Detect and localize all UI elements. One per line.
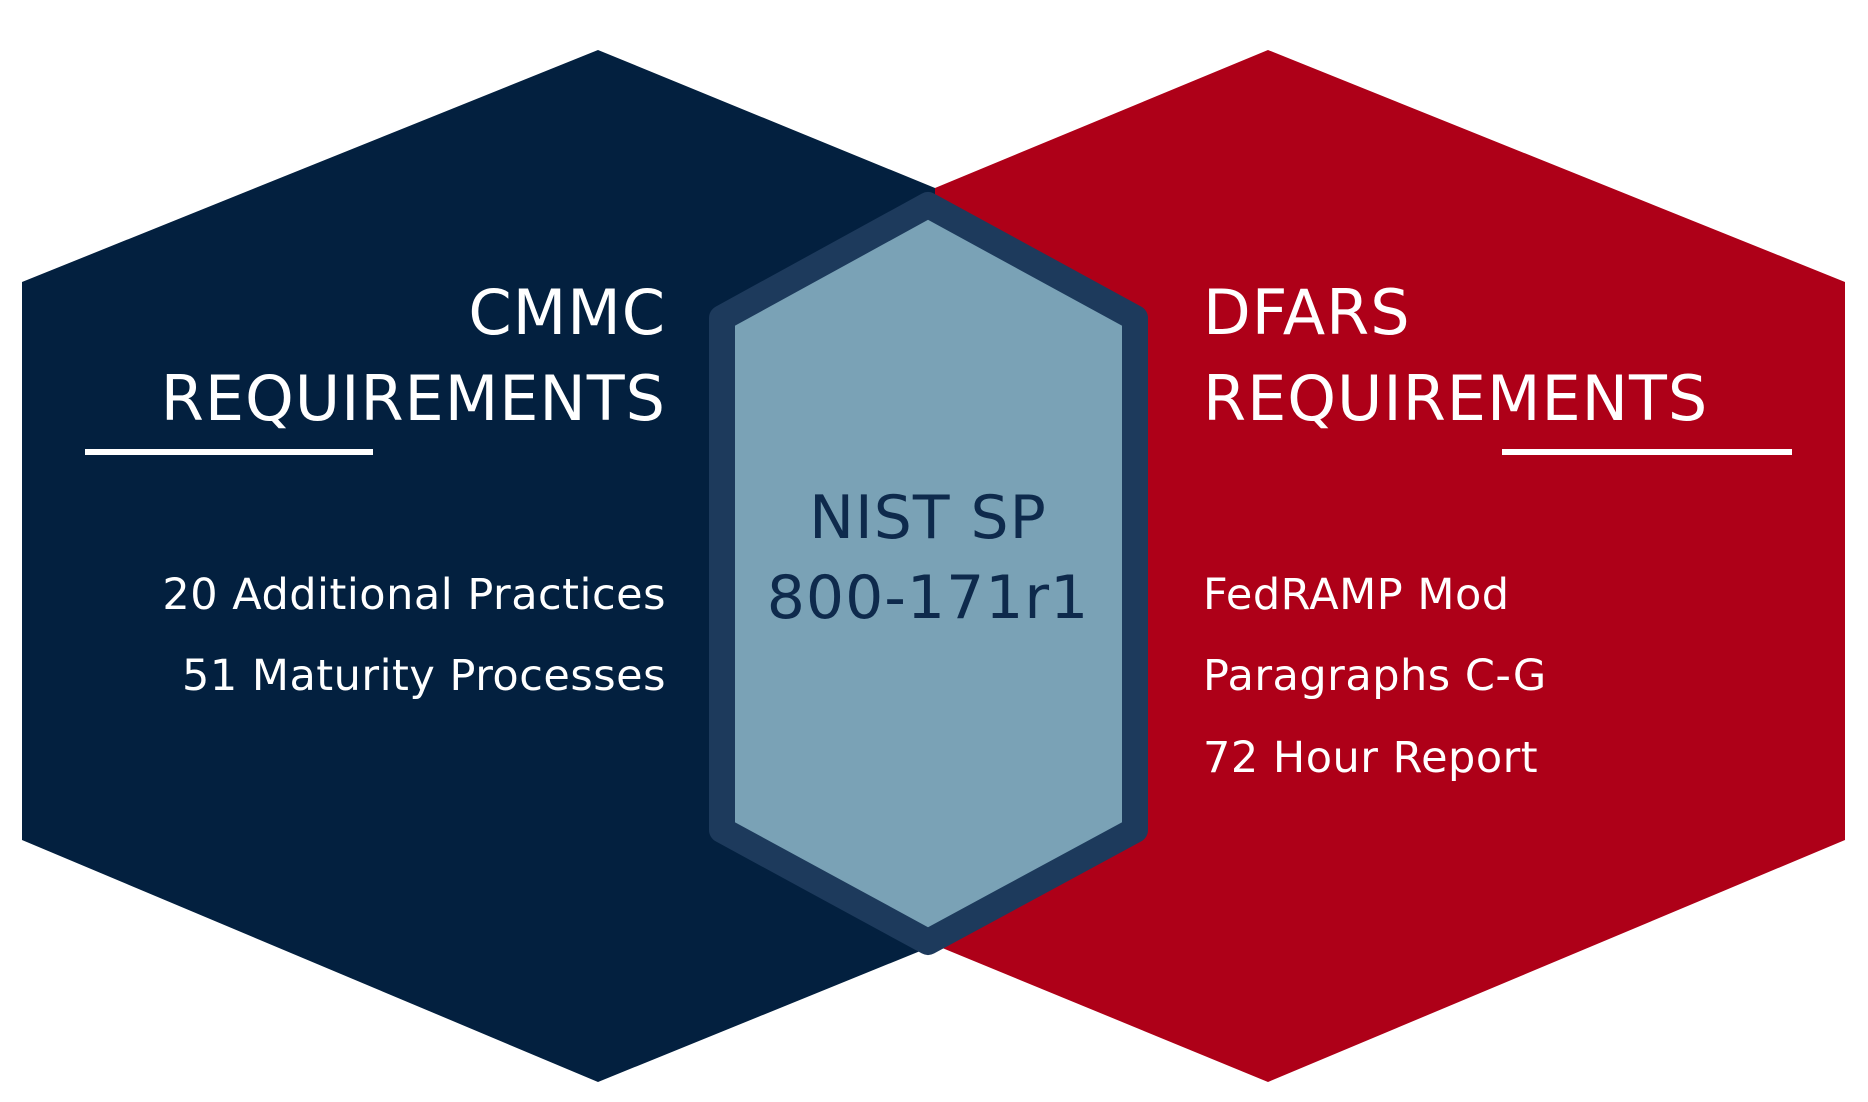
cmmc-heading-line1: CMMC (468, 276, 666, 349)
dfars-heading-line2: REQUIREMENTS (1203, 362, 1709, 435)
dfars-item: Paragraphs C-G (1203, 651, 1547, 701)
cmmc-heading-line2: REQUIREMENTS (160, 362, 666, 435)
nist-label-line1: NIST SP (809, 483, 1047, 553)
dfars-item: FedRAMP Mod (1203, 570, 1510, 620)
dfars-heading-underline (1502, 449, 1792, 455)
nist-overlap-hexagon (709, 192, 1148, 955)
dfars-item: 72 Hour Report (1203, 733, 1539, 783)
cmmc-item: 20 Additional Practices (162, 570, 666, 620)
nist-label-line2: 800-171r1 (766, 563, 1090, 633)
cmmc-heading-underline (85, 449, 373, 455)
dfars-hexagon (935, 50, 1845, 1082)
cmmc-hexagon (22, 50, 935, 1082)
cmmc-item: 51 Maturity Processes (181, 651, 666, 701)
dfars-heading-line1: DFARS (1203, 276, 1411, 349)
